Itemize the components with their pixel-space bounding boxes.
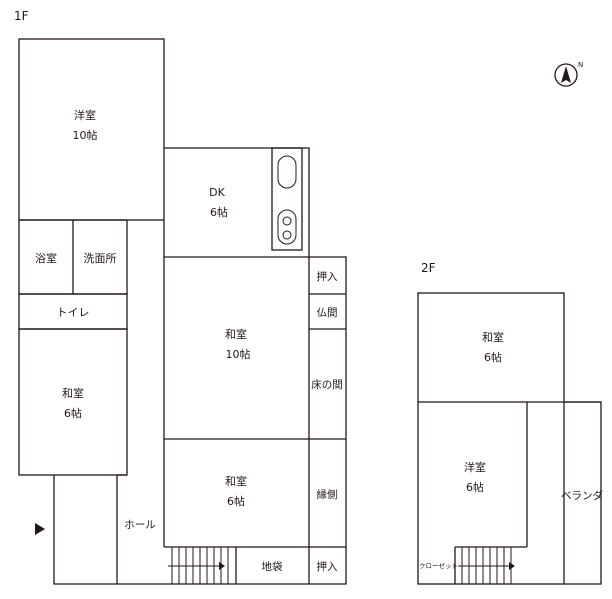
room-veranda-name: ベランダ xyxy=(561,489,603,502)
floor-2f-walls xyxy=(417,292,602,585)
room-western-2f-name: 洋室 xyxy=(464,460,486,474)
room-butsuma-name: 仏間 xyxy=(317,307,338,319)
room-japanese-west-name: 和室 xyxy=(62,386,84,400)
floor-label-2f: 2F xyxy=(421,261,436,275)
floor-1f-walls xyxy=(18,38,347,585)
kitchen-counter xyxy=(271,147,303,251)
room-japanese-west-size: 6帖 xyxy=(64,407,82,420)
stairs-2f xyxy=(458,547,515,584)
room-engawa-name: 縁側 xyxy=(317,488,338,501)
room-bath-name: 浴室 xyxy=(35,251,57,265)
room-toilet-name: トイレ xyxy=(57,306,90,319)
room-japanese-10-size: 10帖 xyxy=(226,348,251,361)
room-washroom-name: 洗面所 xyxy=(84,252,117,265)
room-closet-top-name: 押入 xyxy=(317,270,338,283)
room-western-1f-size: 10帖 xyxy=(73,129,98,142)
room-western-1f-name: 洋室 xyxy=(74,108,96,122)
north-compass-icon: N xyxy=(554,61,583,87)
room-hall-name: ホール xyxy=(124,519,156,531)
room-closet-bottom-name: 押入 xyxy=(317,560,338,573)
room-closet-2f-name: クローゼット xyxy=(419,561,458,570)
room-japanese-6-name: 和室 xyxy=(225,474,247,488)
floor-label-1f: 1F xyxy=(14,9,29,23)
stairs-1f xyxy=(168,547,229,584)
room-tokonoma-name: 床の間 xyxy=(311,378,343,391)
room-japanese-10-name: 和室 xyxy=(225,327,247,341)
room-japanese-6-size: 6帖 xyxy=(227,495,245,508)
compass-north-label: N xyxy=(578,61,583,69)
room-western-2f-size: 6帖 xyxy=(466,481,484,494)
room-japanese-2f-size: 6帖 xyxy=(484,351,502,364)
room-japanese-2f-name: 和室 xyxy=(482,330,504,344)
room-jibukuro-name: 地袋 xyxy=(262,560,283,573)
entrance-arrow-icon xyxy=(35,523,45,535)
room-dk-size: 6帖 xyxy=(210,206,228,219)
room-dk-name: DK xyxy=(209,186,225,199)
